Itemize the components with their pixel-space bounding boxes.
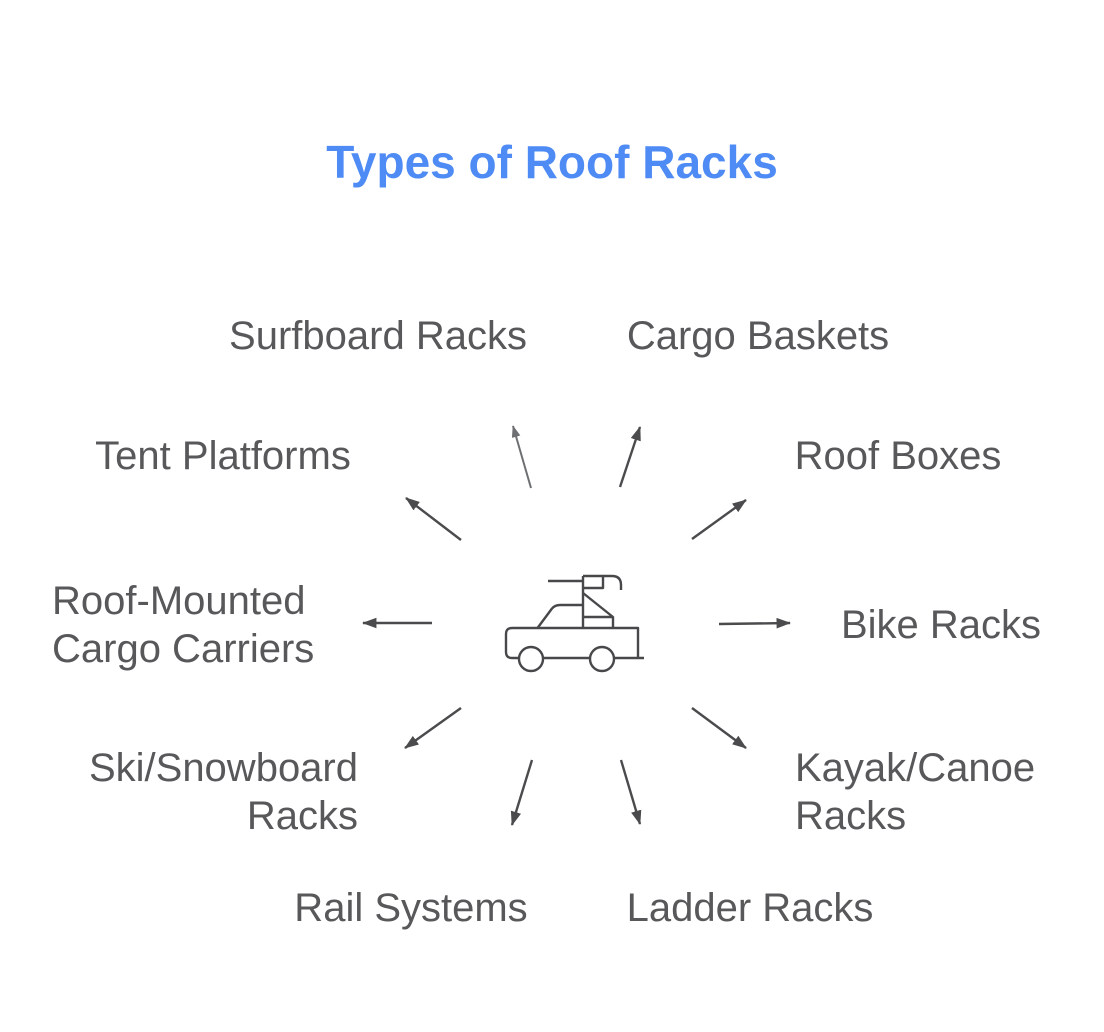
truck-cab: [536, 603, 583, 629]
diagram-label-ski-snowboard-racks: Ski/Snowboard Racks: [88, 746, 358, 838]
arrow-surfboard-racks: [511, 425, 532, 489]
rack-brace: [582, 592, 615, 628]
page-title: Types of Roof Racks: [326, 135, 778, 188]
rack-box: [583, 574, 605, 590]
arrow-bike-racks: [718, 617, 791, 629]
diagram-label-surfboard-racks: Surfboard Racks: [229, 314, 527, 358]
diagram-label-bike-racks: Bike Racks: [840, 603, 1042, 647]
diagram-label-kayak-canoe-racks: Kayak/Canoe Racks: [795, 746, 1036, 838]
diagram-label-tent-platforms: Tent Platforms: [95, 434, 351, 478]
diagram-label-rail-systems: Rail Systems: [294, 886, 528, 930]
arrow-kayak-canoe-racks: [691, 707, 747, 749]
arrow-cargo-baskets: [618, 426, 642, 488]
rack-extension: [603, 574, 623, 590]
truck-wheel-rear: [517, 645, 545, 673]
arrow-roof-boxes: [691, 499, 747, 540]
diagram-label-cargo-baskets: Cargo Baskets: [626, 314, 890, 358]
truck-body: [504, 626, 644, 660]
arrow-rail-systems: [510, 759, 534, 826]
diagram-label-roof-mounted-cargo-carriers: Roof-Mounted Cargo Carriers: [52, 579, 315, 671]
truck-wheel-front: [588, 645, 616, 673]
pickup-truck-icon: [504, 574, 644, 673]
diagram-label-ladder-racks: Ladder Racks: [626, 886, 874, 930]
arrow-tent-platforms: [405, 497, 462, 541]
arrow-ladder-racks: [619, 759, 642, 825]
arrow-ski-snowboard-racks: [404, 707, 462, 749]
diagram-label-roof-boxes: Roof Boxes: [794, 434, 1002, 478]
